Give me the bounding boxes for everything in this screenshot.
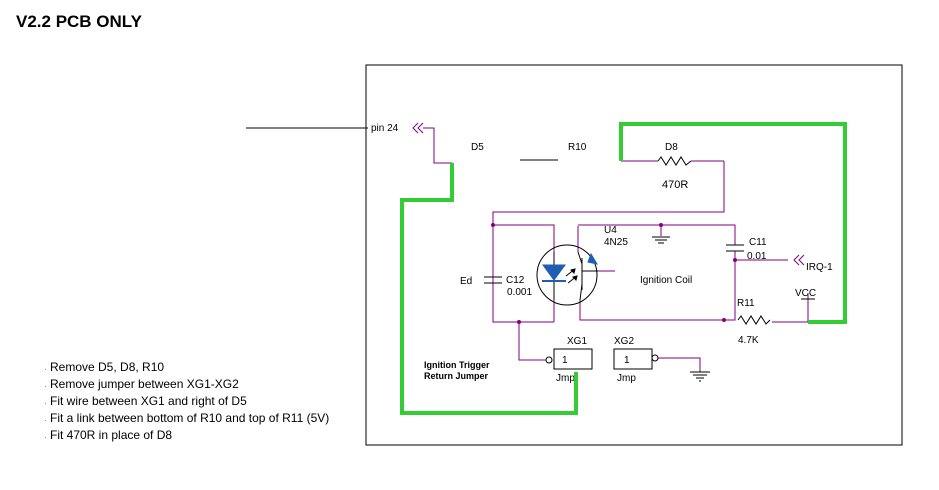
c12-label: C12 <box>506 275 525 286</box>
u4-optocoupler-body <box>536 244 598 306</box>
instruction-item: .Fit 470R in place of D8 <box>44 428 173 442</box>
vcc-label: VCC <box>795 288 816 299</box>
instruction-item: .Remove D5, D8, R10 <box>44 360 165 374</box>
d8-value: 470R <box>662 179 688 191</box>
irq-label: IRQ-1 <box>806 262 833 273</box>
r11-resistor-icon <box>737 315 771 325</box>
pin24-connector-icon <box>412 122 424 134</box>
ignition-coil-label: Ignition Coil <box>640 275 692 286</box>
added-wires <box>400 122 847 415</box>
ground-icon <box>652 236 670 244</box>
phototransistor-icon <box>577 251 599 301</box>
c12-value: 0.001 <box>507 287 532 298</box>
instruction-item: .Remove jumper between XG1-XG2 <box>44 377 239 391</box>
xg1-label: XG1 <box>567 336 587 347</box>
d5-label: D5 <box>471 142 484 153</box>
c11-capacitor-icon <box>726 244 744 252</box>
xg1-pin: 1 <box>562 355 568 366</box>
ed-label: Ed <box>460 276 472 287</box>
ground-xg2-icon <box>690 371 710 382</box>
junction-dots <box>491 223 737 324</box>
xg2-type: Jmp <box>617 373 636 384</box>
trigger-jumper-label-line1: Ignition Trigger <box>424 360 490 370</box>
led-icon <box>542 252 566 300</box>
xg2-jumper-box <box>613 348 653 370</box>
xg2-pin: 1 <box>624 355 630 366</box>
instruction-list: .Remove D5, D8, R10 .Remove jumper betwe… <box>44 359 329 444</box>
u4-part: 4N25 <box>604 237 628 248</box>
xg1-pin-circle <box>545 356 553 364</box>
instruction-item: .Fit a link between bottom of R10 and to… <box>44 411 330 425</box>
xg2-pin-circle <box>651 354 659 362</box>
c12-capacitor-icon <box>484 276 502 284</box>
circuit-wires <box>492 161 809 372</box>
pin24-wire <box>423 127 452 164</box>
u4-label: U4 <box>604 225 617 236</box>
trigger-jumper-label-line2: Return Jumper <box>424 371 489 381</box>
d8-label: D8 <box>665 142 678 153</box>
d8-resistor-icon <box>657 156 692 166</box>
schematic-frame <box>365 64 903 446</box>
r11-value: 4.7K <box>738 335 759 346</box>
r10-label: R10 <box>568 142 587 153</box>
instruction-item: .Fit wire between XG1 and right of D5 <box>44 394 247 408</box>
xg1-jumper-box <box>553 348 593 370</box>
page-title: V2.2 PCB ONLY <box>16 12 142 31</box>
r11-label: R11 <box>737 298 755 309</box>
irq-connector-icon <box>793 254 805 266</box>
xg2-label: XG2 <box>614 336 634 347</box>
c11-value: 0.01 <box>747 251 767 262</box>
added-wire-r10-to-r11 <box>619 122 847 324</box>
xg1-type: Jmp <box>556 373 575 384</box>
added-wire-xg1-to-d5 <box>400 163 578 415</box>
c11-label: C11 <box>749 237 767 248</box>
light-arrows-icon <box>565 268 578 284</box>
pin24-label: pin 24 <box>371 123 399 134</box>
